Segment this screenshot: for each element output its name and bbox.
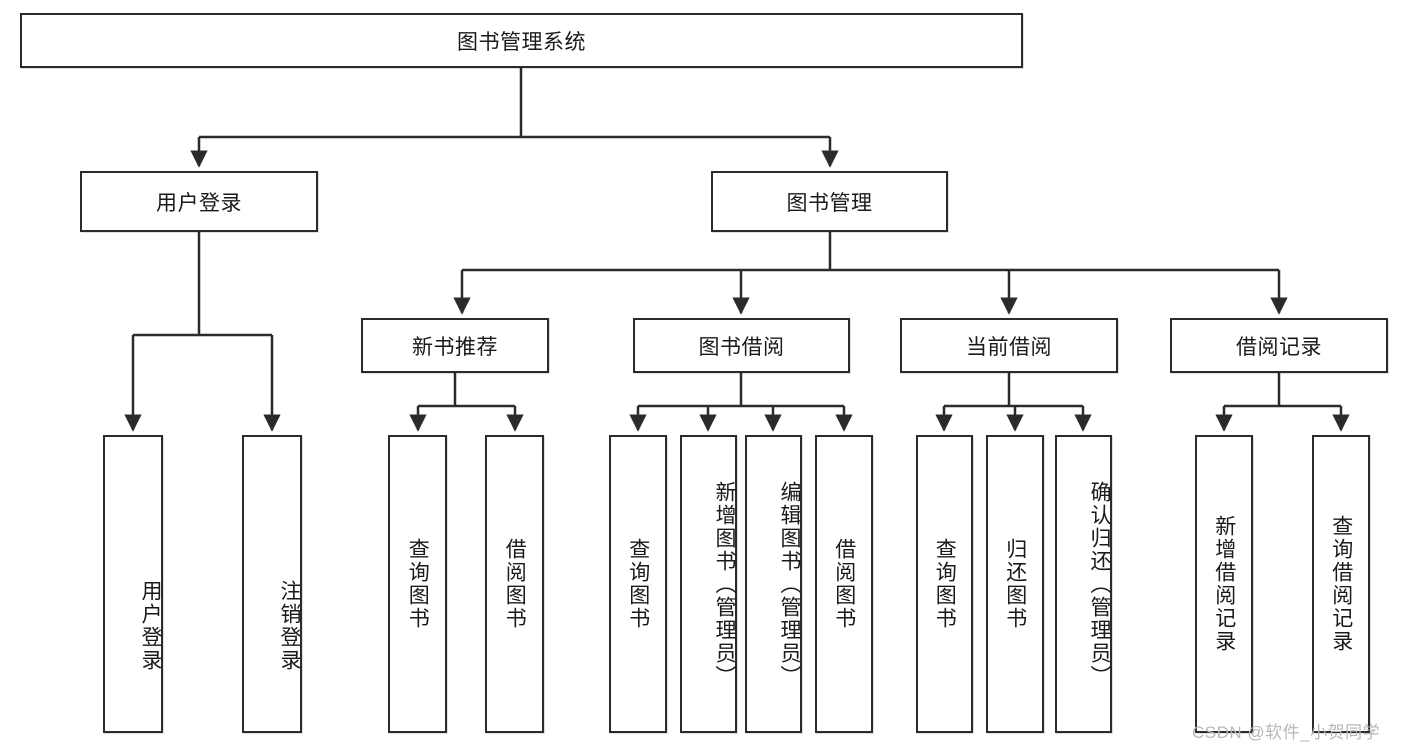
node-leaf-logout[interactable]: 注销登录 (242, 435, 302, 733)
watermark: CSDN @软件_小贺同学 (1192, 718, 1380, 743)
node-leaf-query-book-3[interactable]: 查询图书 (916, 435, 973, 733)
node-leaf-query-book-2[interactable]: 查询图书 (609, 435, 667, 733)
node-leaf-query-book-1[interactable]: 查询图书 (388, 435, 447, 733)
node-book-management[interactable]: 图书管理 (711, 171, 948, 232)
node-leaf-add-record[interactable]: 新增借阅记录 (1195, 435, 1253, 733)
node-leaf-borrow-book-2-label: 借阅图书 (832, 538, 856, 630)
node-user-login-label: 用户登录 (156, 191, 242, 215)
node-root-label: 图书管理系统 (457, 30, 586, 54)
node-leaf-add-record-label: 新增借阅记录 (1212, 515, 1236, 653)
node-leaf-user-login-label: 用户登录 (139, 580, 162, 672)
node-current-borrow-label: 当前借阅 (966, 335, 1052, 359)
node-root[interactable]: 图书管理系统 (20, 13, 1023, 68)
node-leaf-user-login[interactable]: 用户登录 (103, 435, 163, 733)
node-borrow-record-label: 借阅记录 (1236, 335, 1322, 359)
node-leaf-return-book-label: 归还图书 (1003, 538, 1027, 630)
node-leaf-query-book-1-label: 查询图书 (406, 538, 430, 630)
node-leaf-confirm-return-label: 确认归还（管理员） (1088, 480, 1111, 688)
watermark-text: CSDN @软件_小贺同学 (1192, 723, 1381, 742)
node-leaf-query-book-3-label: 查询图书 (933, 538, 957, 630)
node-leaf-query-record[interactable]: 查询借阅记录 (1312, 435, 1370, 733)
node-leaf-query-record-label: 查询借阅记录 (1329, 515, 1353, 653)
node-leaf-confirm-return[interactable]: 确认归还（管理员） (1055, 435, 1112, 733)
node-leaf-edit-book-label: 编辑图书（管理员） (778, 480, 801, 688)
node-borrow-record[interactable]: 借阅记录 (1170, 318, 1388, 373)
node-leaf-borrow-book-1[interactable]: 借阅图书 (485, 435, 544, 733)
node-leaf-return-book[interactable]: 归还图书 (986, 435, 1044, 733)
node-user-login[interactable]: 用户登录 (80, 171, 318, 232)
node-current-borrow[interactable]: 当前借阅 (900, 318, 1118, 373)
node-leaf-logout-label: 注销登录 (278, 580, 301, 672)
node-leaf-add-book[interactable]: 新增图书（管理员） (680, 435, 737, 733)
node-book-borrow[interactable]: 图书借阅 (633, 318, 850, 373)
node-new-book-recommend[interactable]: 新书推荐 (361, 318, 549, 373)
node-leaf-add-book-label: 新增图书（管理员） (713, 480, 736, 688)
node-leaf-borrow-book-2[interactable]: 借阅图书 (815, 435, 873, 733)
node-leaf-borrow-book-1-label: 借阅图书 (503, 538, 527, 630)
node-leaf-edit-book[interactable]: 编辑图书（管理员） (745, 435, 802, 733)
node-leaf-query-book-2-label: 查询图书 (626, 538, 650, 630)
node-new-book-recommend-label: 新书推荐 (412, 335, 498, 359)
node-book-management-label: 图书管理 (786, 191, 873, 215)
node-book-borrow-label: 图书借阅 (698, 335, 785, 359)
